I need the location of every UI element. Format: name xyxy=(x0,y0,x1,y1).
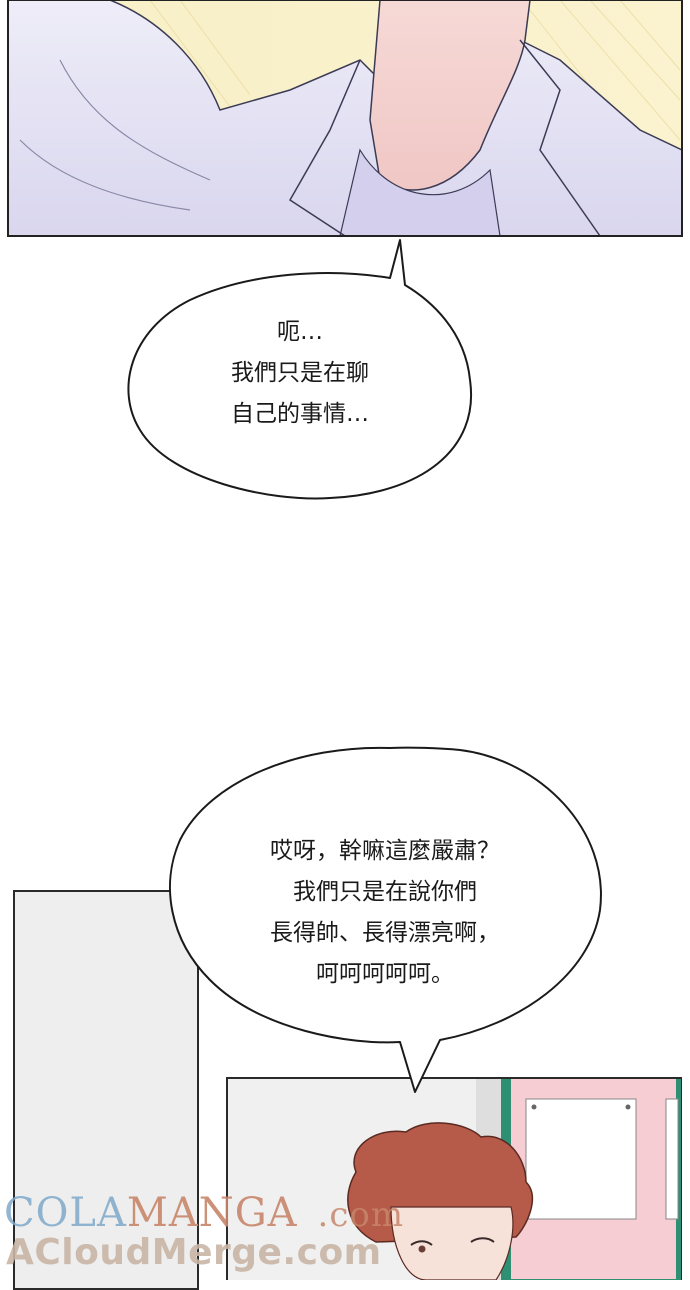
speech-bubble-2 xyxy=(169,746,602,1093)
watermark-colamanga: COLAMANGA .com xyxy=(4,1190,404,1236)
bubble-1-line-1: 呃… xyxy=(277,319,323,345)
watermark-com: .com xyxy=(317,1195,405,1235)
watermark-manga: MANGA xyxy=(126,1190,298,1236)
bubble-2-line-1: 哎呀，幹嘛這麼嚴肅？ xyxy=(270,838,500,864)
top-panel xyxy=(7,0,683,237)
bubble-1-text: 呃… 我們只是在聊 自己的事情… xyxy=(160,312,440,435)
bubble-2-line-4: 呵呵呵呵呵。 xyxy=(316,961,454,987)
watermark-acloudmerge: ACloudMerge.com xyxy=(6,1232,382,1273)
left-wall-panel xyxy=(13,890,199,1290)
bottom-panel xyxy=(226,1077,682,1280)
bubble-2-text: 哎呀，幹嘛這麼嚴肅？ 我們只是在說你們 長得帥、長得漂亮啊， 呵呵呵呵呵。 xyxy=(210,831,560,995)
watermark-cola: COLA xyxy=(4,1190,127,1236)
speech-bubble-1 xyxy=(127,239,473,500)
bubble-1-line-3: 自己的事情… xyxy=(231,401,369,427)
bubble-1-line-2: 我們只是在聊 xyxy=(231,360,369,386)
bubble-2-line-2: 我們只是在說你們 xyxy=(293,879,477,905)
bubble-2-line-3: 長得帥、長得漂亮啊， xyxy=(270,920,500,946)
